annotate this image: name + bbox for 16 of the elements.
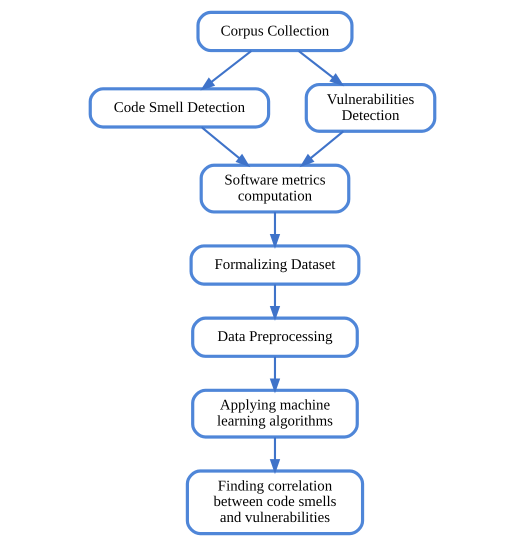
arrow [270, 437, 280, 474]
arrow [298, 50, 344, 86]
node-box: Vulnerabilities Detection [304, 82, 436, 133]
node-box: Formalizing Dataset [190, 244, 360, 286]
node-box: Corpus Collection [196, 10, 354, 52]
arrow [300, 130, 344, 168]
node-box: Code Smell Detection [88, 87, 270, 129]
arrow [270, 284, 280, 321]
arrow [270, 356, 280, 394]
node-box: Applying machine learning algorithms [191, 388, 359, 439]
arrow [200, 126, 250, 168]
node-box: Finding correlation between code smells and vulnerabilities [186, 469, 364, 536]
node-box: Software metrics computation [200, 164, 350, 214]
node-box: Data Preprocessing [191, 316, 359, 358]
arrow [200, 50, 252, 91]
arrow [270, 212, 280, 249]
